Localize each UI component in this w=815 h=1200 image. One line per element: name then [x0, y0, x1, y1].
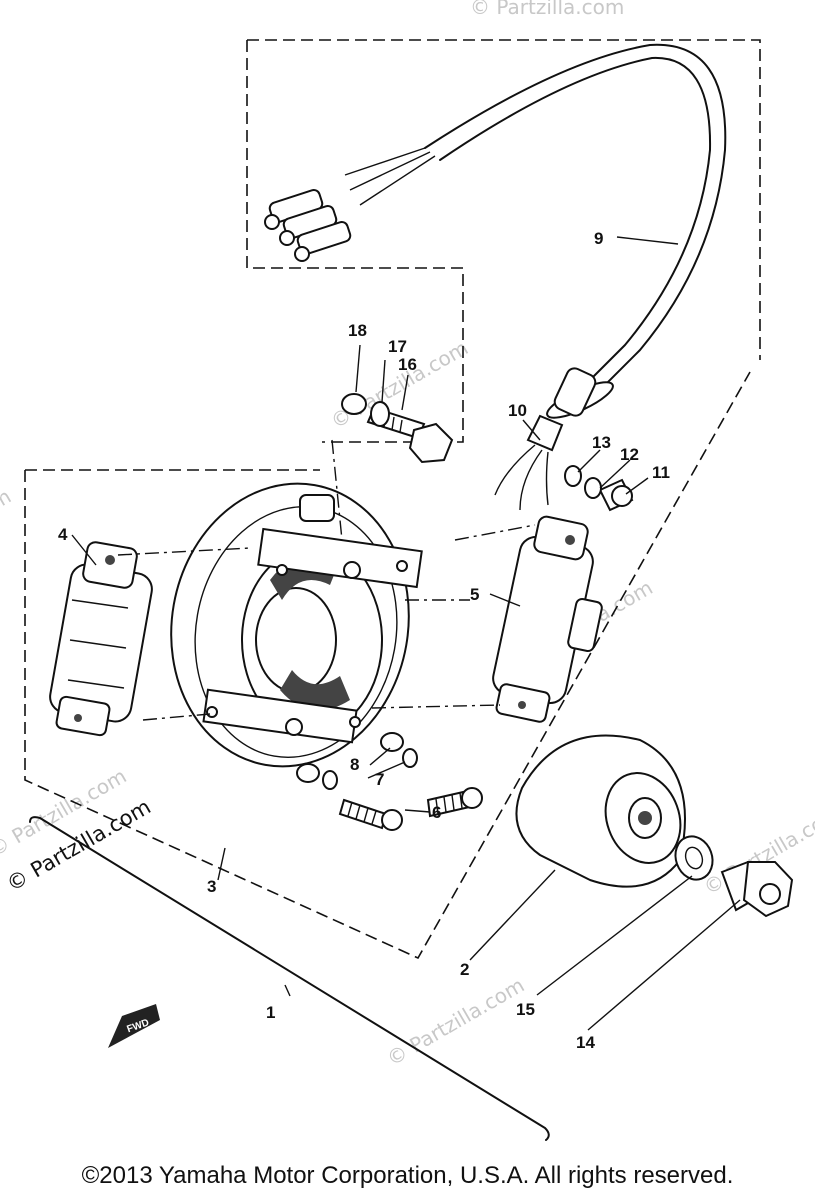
- callout-15: 15: [516, 1000, 535, 1019]
- flywheel-rotor: [515, 734, 686, 888]
- callout-8: 8: [350, 755, 359, 774]
- grommet: [494, 367, 614, 511]
- callout-9: 9: [594, 229, 603, 248]
- callout-10: 10: [508, 401, 527, 420]
- washer-18: [341, 393, 367, 415]
- callout-12: 12: [620, 445, 639, 464]
- stator-plate: [170, 482, 423, 768]
- callout-14: 14: [576, 1033, 595, 1052]
- washer-15: [674, 835, 714, 881]
- leader-lines: [71, 236, 741, 1031]
- assembly-outline: [29, 816, 550, 1141]
- callout-2: 2: [460, 960, 469, 979]
- condenser: [492, 515, 603, 723]
- callout-3: 3: [207, 877, 216, 896]
- callout-5: 5: [470, 585, 479, 604]
- callout-7: 7: [375, 770, 384, 789]
- washer-8-upper: [380, 732, 404, 752]
- screw-6-upper: [426, 787, 483, 818]
- callout-6: 6: [432, 803, 441, 822]
- washer-17: [370, 401, 390, 427]
- harness-group-outline: [246, 39, 761, 443]
- watermark: © Partzilla.com: [383, 973, 529, 1071]
- lock-washer-7-upper: [402, 748, 418, 768]
- ignition-coil: [49, 541, 153, 737]
- fwd-arrow: FWD: [108, 1004, 160, 1048]
- stator-group-outline: [24, 371, 751, 960]
- callout-11: 11: [652, 463, 670, 482]
- copyright-notice: ©2013 Yamaha Motor Corporation, U.S.A. A…: [81, 1162, 734, 1189]
- lock-washer-7-lower: [322, 770, 338, 790]
- wire-harness: [264, 43, 727, 391]
- lock-washer-12: [584, 477, 602, 499]
- callout-13: 13: [592, 433, 611, 452]
- callout-1: 1: [266, 1003, 275, 1022]
- watermark: © Partzilla.com: [0, 484, 15, 582]
- screw-11: [598, 478, 634, 512]
- callout-18: 18: [348, 321, 367, 340]
- callout-16: 16: [398, 355, 417, 374]
- nut-14: [720, 860, 794, 918]
- watermark: © Partzilla.com: [470, 0, 624, 19]
- screw-6-lower: [338, 798, 403, 831]
- callout-4: 4: [58, 525, 68, 544]
- washer-8-lower: [296, 763, 320, 783]
- washer-13: [564, 465, 582, 487]
- callout-labels: 1 2 3 4 5 6 7 8 9 10 11 12 13 14 15 16 1…: [58, 229, 670, 1052]
- callout-17: 17: [388, 337, 407, 356]
